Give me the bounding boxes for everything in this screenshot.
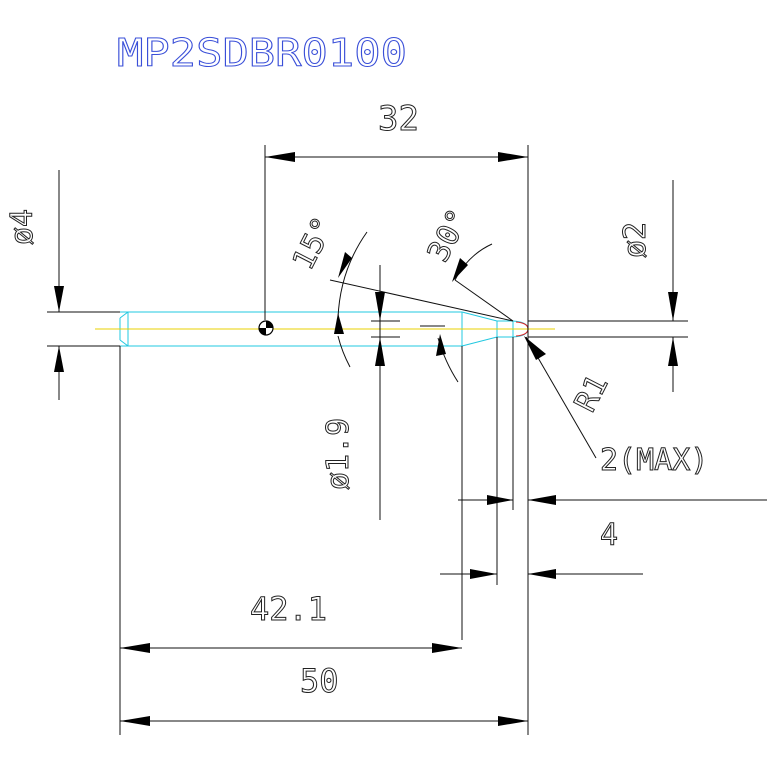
length-42-1-dimension: 42.1 — [119, 346, 462, 735]
diameter-1-9-dimension: ø1.9 — [321, 265, 445, 520]
angle-30-label: 30° — [421, 203, 477, 267]
length-4-label: 4 — [600, 518, 618, 553]
length-50-dimension: 50 — [120, 662, 528, 726]
length-32-dimension: 32 — [264, 99, 529, 735]
angle-15-label: 15° — [286, 211, 342, 275]
angle-30-dimension: 30° — [420, 203, 514, 383]
diameter-2-label: ø2 — [618, 222, 653, 258]
diameter-4-dimension: ø4 — [5, 170, 120, 400]
diameter-1-9-label: ø1.9 — [321, 418, 356, 490]
radius-1-label: R1 — [568, 370, 616, 418]
angle-15-dimension: 15° — [285, 211, 514, 368]
length-42-1-label: 42.1 — [250, 590, 327, 628]
length-32-label: 32 — [378, 99, 419, 139]
center-mark-icon — [258, 320, 274, 336]
diameter-2-dimension: ø2 — [528, 180, 688, 392]
part-number-title: MP2SDBR0100 — [117, 31, 407, 75]
max-2-label: 2(MAX) — [600, 443, 708, 478]
radius-1-leader: R1 2(MAX) — [524, 336, 709, 479]
length-50-label: 50 — [300, 662, 339, 700]
diameter-4-label: ø4 — [5, 209, 40, 245]
length-4-dimension: 4 — [440, 337, 767, 640]
